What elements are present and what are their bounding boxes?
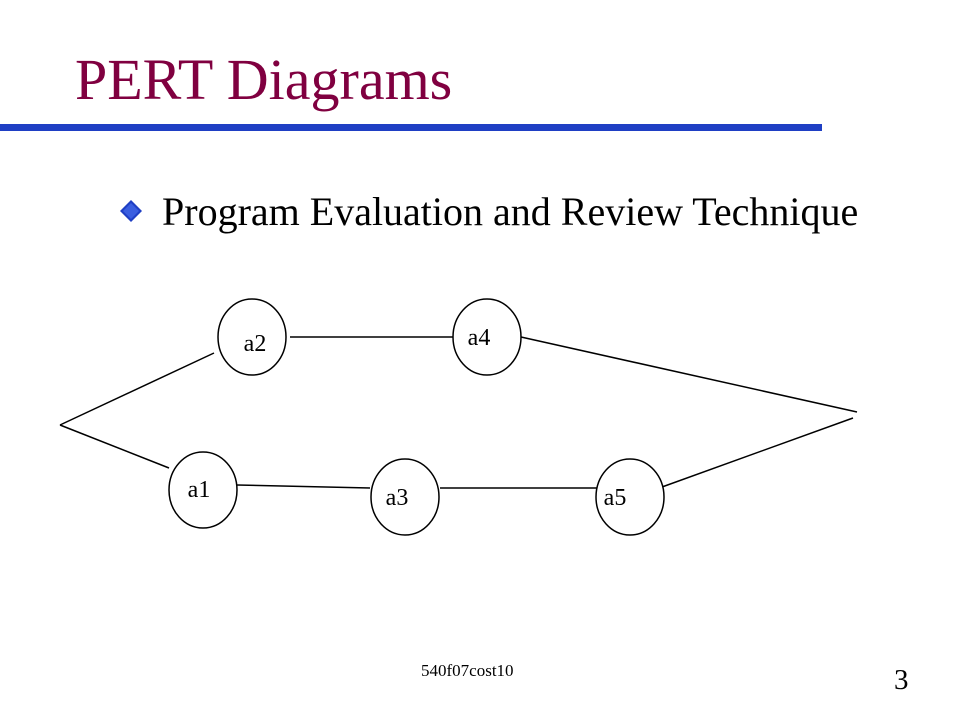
node-a1-label: a1: [188, 477, 211, 503]
edge-a4-end: [520, 336, 858, 413]
edge-start-a1: [59, 424, 170, 469]
diamond-bullet-icon: [120, 200, 142, 222]
edge-a1-a3: [236, 484, 371, 489]
node-a4: a4: [452, 298, 522, 376]
bullet-text: Program Evaluation and Review Technique: [162, 188, 859, 234]
node-a3: a3: [370, 458, 440, 536]
node-a5-label: a5: [604, 485, 627, 511]
node-a3-label: a3: [386, 485, 409, 511]
page-number: 3: [894, 664, 909, 696]
node-a4-label: a4: [468, 325, 491, 351]
node-a5: a5: [595, 458, 665, 536]
node-a2-label: a2: [244, 331, 267, 357]
slide-title: PERT Diagrams: [75, 47, 453, 112]
bullet-item: Program Evaluation and Review Technique: [120, 183, 858, 239]
node-a2: a2: [217, 298, 287, 376]
edge-a5-end: [661, 417, 854, 488]
node-a1: a1: [168, 451, 238, 529]
title-underline: [0, 124, 822, 131]
edge-start-a2: [59, 352, 215, 426]
footer-text: 540f07cost10: [421, 661, 514, 680]
